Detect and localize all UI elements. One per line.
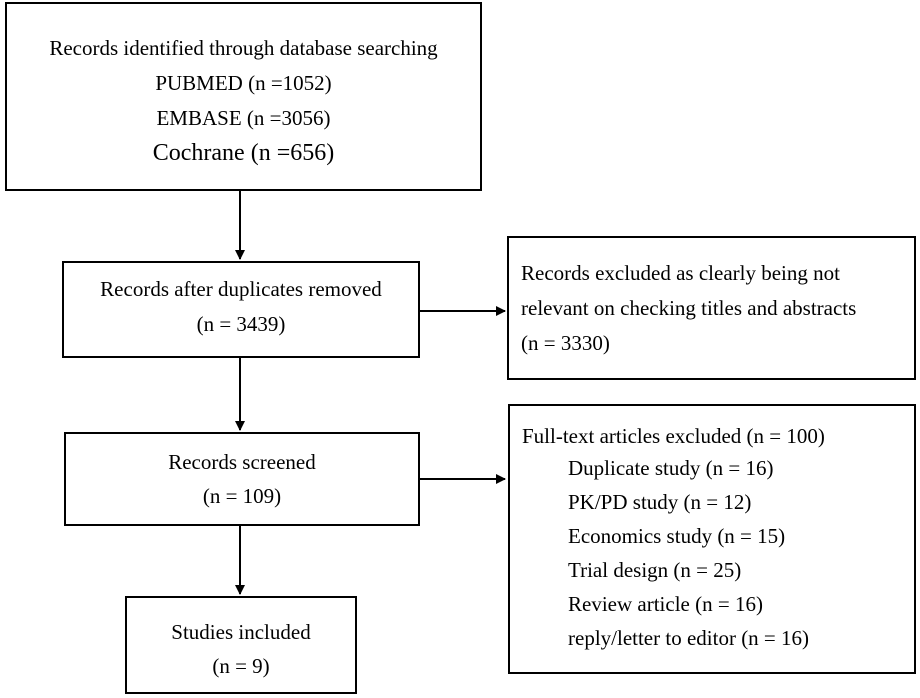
fulltext-excluded-title: Full-text articles excluded (n = 100) — [522, 424, 825, 448]
identification-title: Records identified through database sear… — [49, 36, 438, 60]
excluded-titles-line-2: relevant on checking titles and abstract… — [521, 296, 857, 320]
duplicates-removed-count: (n = 3439) — [196, 312, 286, 336]
screened-count: (n = 109) — [202, 484, 282, 508]
fulltext-excluded-box: Full-text articles excluded (n = 100) Du… — [508, 404, 916, 674]
included-box: Studies included (n = 9) — [125, 596, 357, 694]
exclusion-reason: Trial design (n = 25) — [568, 558, 742, 582]
cochrane-count: Cochrane (n =656) — [152, 140, 335, 166]
exclusion-reason: PK/PD study (n = 12) — [568, 490, 752, 514]
pubmed-count: PUBMED (n =1052) — [155, 71, 332, 95]
exclusion-reason: reply/letter to editor (n = 16) — [568, 626, 810, 650]
identification-box: Records identified through database sear… — [5, 2, 482, 191]
screened-title: Records screened — [168, 450, 316, 474]
included-count: (n = 9) — [212, 654, 270, 678]
exclusion-reason: Review article (n = 16) — [568, 592, 763, 616]
screened-box: Records screened (n = 109) — [64, 432, 420, 526]
duplicates-removed-title: Records after duplicates removed — [100, 277, 382, 301]
excluded-titles-count: (n = 3330) — [521, 331, 610, 355]
exclusion-reason: Economics study (n = 15) — [568, 524, 786, 548]
excluded-titles-line-1: Records excluded as clearly being not — [521, 261, 840, 285]
duplicates-removed-box: Records after duplicates removed (n = 34… — [62, 261, 420, 358]
embase-count: EMBASE (n =3056) — [156, 106, 331, 130]
excluded-titles-box: Records excluded as clearly being not re… — [507, 236, 916, 380]
included-title: Studies included — [171, 620, 311, 644]
exclusion-reason: Duplicate study (n = 16) — [568, 456, 774, 480]
